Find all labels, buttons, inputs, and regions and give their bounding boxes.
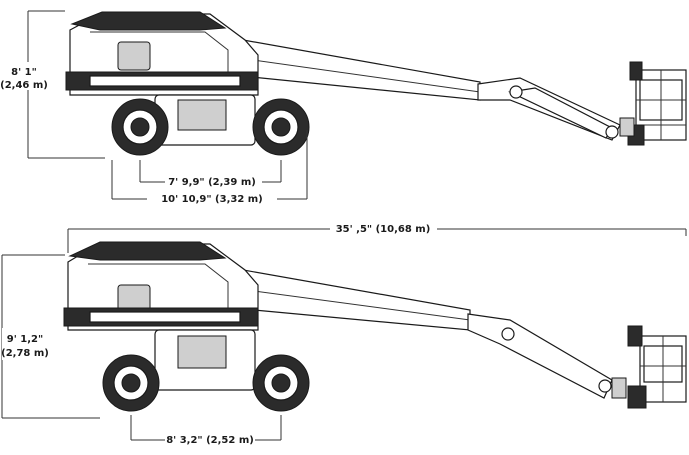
top-height-dimension: 8' 1" (2,46 m) [0,10,105,159]
top-platform-basket [619,61,687,146]
bottom-height-line2: (2,78 m) [1,348,49,359]
boom-length-label: 35' ,5" (10,68 m) [336,224,431,235]
top-panel-icon [117,41,151,71]
top-wheel-front [111,98,169,156]
bottom-height-dimension: 9' 1,2" (2,78 m) [1,254,100,419]
top-wheelbase-dimension: 7' 9,9" (2,39 m) [139,160,282,188]
top-machine [65,11,687,156]
top-overall-width-label: 10' 10,9" (3,32 m) [161,194,263,205]
top-boom [231,37,481,101]
bottom-jib [467,313,613,399]
top-wheelbase-label: 7' 9,9" (2,39 m) [168,177,256,188]
bottom-height-line1: 9' 1,2" [7,334,43,345]
bottom-wheel-rear [252,354,310,412]
bottom-boom [231,267,471,331]
top-wheel-rear [252,98,310,156]
boom-length-dimension: 35' ,5" (10,68 m) [67,224,687,253]
bottom-platform-basket [611,325,687,409]
bottom-wheel-front [102,354,160,412]
top-height-line2: (2,46 m) [0,80,48,91]
top-overall-dimension: 10' 10,9" (3,32 m) [111,130,308,205]
top-height-line1: 8' 1" [11,67,37,78]
bottom-wheelbase-dimension: 8' 3,2" (2,52 m) [130,415,282,446]
bottom-wheelbase-label: 8' 3,2" (2,52 m) [166,435,254,446]
bottom-machine [63,241,687,412]
